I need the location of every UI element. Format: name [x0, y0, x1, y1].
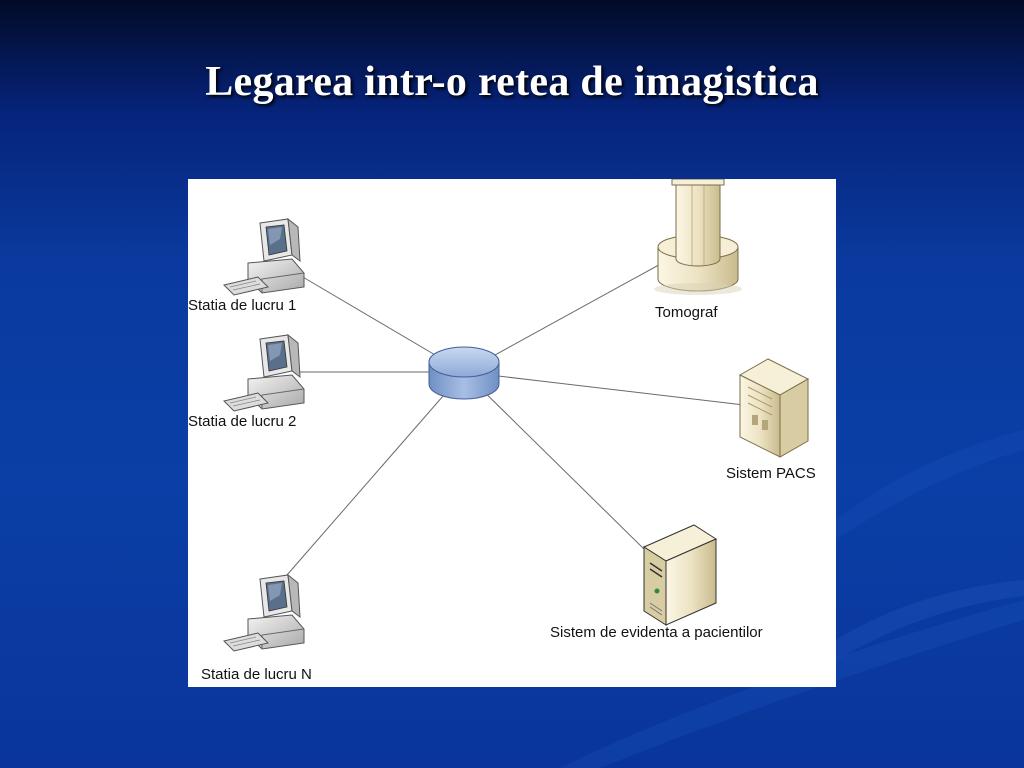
node-label-ws1: Statia de lucru 1 [188, 297, 297, 314]
connection-line-his [463, 371, 647, 552]
server-tower-icon [738, 358, 810, 458]
connection-line-ct [463, 260, 667, 373]
node-label-ws2: Statia de lucru 2 [188, 413, 297, 430]
tomograph-icon [654, 179, 742, 295]
node-label-his: Sistem de evidenta a pacientilor [550, 624, 763, 641]
workstation-2-icon [223, 334, 305, 412]
connection-line-pacs [463, 371, 745, 406]
node-label-wsn: Statia de lucru N [201, 666, 312, 683]
workstation-1-icon [223, 218, 305, 296]
server-icon [642, 524, 718, 626]
slide-title: Legarea intr-o retea de imagistica [205, 59, 819, 105]
node-label-ct: Tomograf [655, 304, 718, 321]
connection-line-wsn [279, 371, 465, 584]
node-label-pacs: Sistem PACS [726, 465, 816, 482]
network-diagram: Statia de lucru 1 Statia de lucru 2 Stat… [188, 179, 836, 687]
workstation-n-icon [223, 574, 305, 652]
network-hub-icon [428, 346, 500, 400]
